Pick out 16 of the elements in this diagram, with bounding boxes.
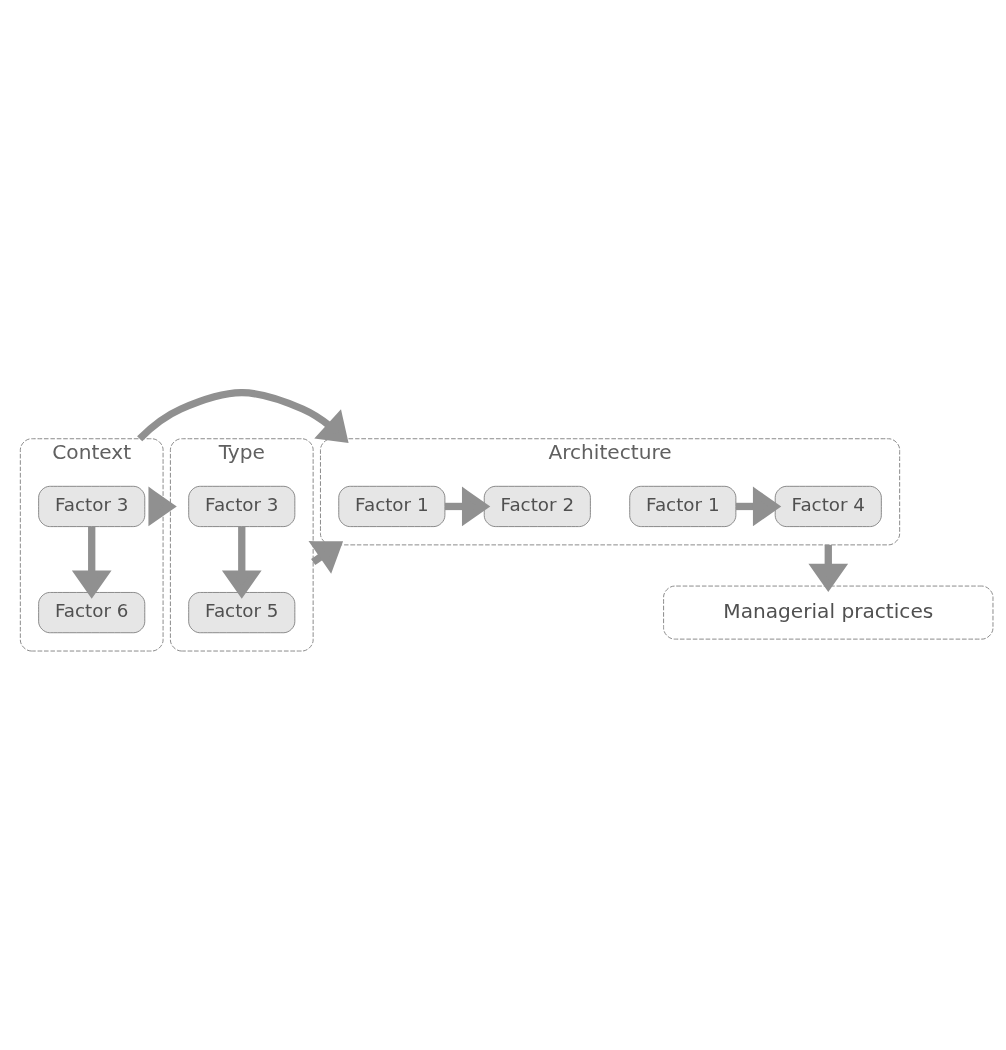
arrow — [71, 526, 112, 599]
node-box: Managerial practices — [663, 585, 994, 640]
node-box: Factor 3 — [188, 485, 296, 527]
node-box: Factor 2 — [483, 485, 591, 527]
arrow — [735, 486, 782, 526]
node-box: Factor 3 — [38, 485, 146, 527]
node-box: Factor 1 — [629, 485, 737, 527]
node-box: Factor 5 — [188, 591, 296, 633]
arrow — [148, 486, 177, 526]
arrow — [137, 388, 349, 443]
node-box: Factor 4 — [774, 485, 882, 527]
node-box: Factor 1 — [338, 485, 446, 527]
arrow — [444, 486, 491, 526]
node-box: Factor 6 — [38, 591, 146, 633]
arrow — [808, 544, 849, 592]
arrow — [221, 526, 262, 599]
